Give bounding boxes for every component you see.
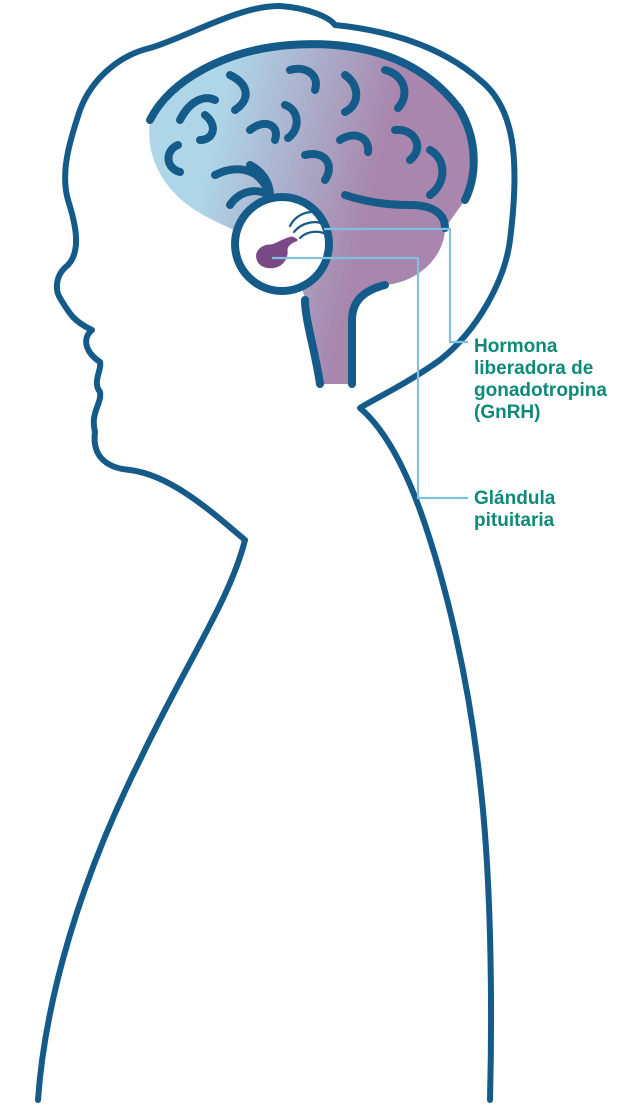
gnrh-label-line-1: Hormona bbox=[474, 336, 607, 358]
gnrh-label-line-2: liberadora de bbox=[474, 358, 607, 380]
gnrh-label: Hormona liberadora de gonadotropina (GnR… bbox=[474, 336, 607, 424]
pituitary-label-line-2: pituitaria bbox=[474, 510, 555, 532]
pituitary-label: Glándula pituitaria bbox=[474, 488, 555, 532]
pituitary-label-line-1: Glándula bbox=[474, 488, 555, 510]
gnrh-label-line-3: gonadotropina bbox=[474, 380, 607, 402]
gnrh-label-line-4: (GnRH) bbox=[474, 402, 607, 424]
